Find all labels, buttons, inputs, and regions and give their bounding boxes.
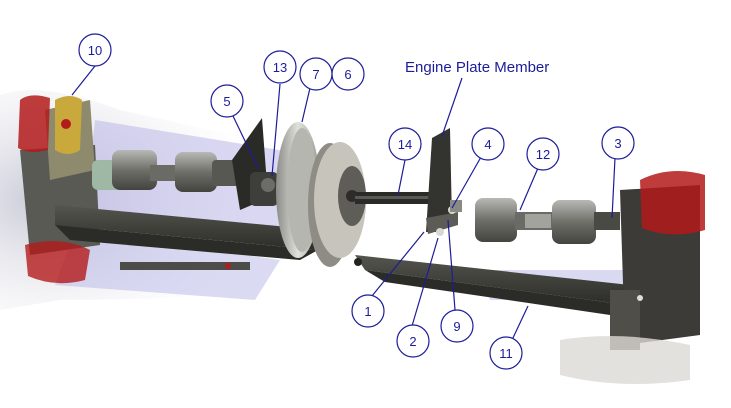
svg-text:12: 12: [536, 147, 550, 162]
right-machine-frame: [354, 171, 705, 384]
svg-text:7: 7: [312, 67, 319, 82]
main-shaft: [355, 192, 435, 204]
callout-12: 12: [526, 137, 560, 171]
engine-plate: [426, 128, 462, 236]
svg-text:2: 2: [409, 334, 416, 349]
callout-10: 10: [78, 33, 112, 67]
svg-text:3: 3: [614, 136, 621, 151]
callout-9: 9: [440, 309, 474, 343]
svg-text:1: 1: [364, 304, 371, 319]
right-driveshaft: [475, 198, 620, 244]
callout-13: 13: [263, 50, 297, 84]
bearing-plate: [232, 118, 278, 210]
svg-text:11: 11: [499, 346, 513, 361]
left-beam: [55, 205, 320, 260]
svg-text:4: 4: [484, 137, 491, 152]
svg-text:13: 13: [273, 60, 287, 75]
callout-4: 4: [471, 127, 505, 161]
engine-plate-label: Engine Plate Member: [405, 59, 550, 76]
hub-flange: [308, 142, 366, 267]
callout-2: 2: [396, 324, 430, 358]
callout-5: 5: [210, 84, 244, 118]
callout-3: 3: [601, 126, 635, 160]
svg-text:14: 14: [398, 137, 412, 152]
callout-7: 7: [299, 57, 333, 91]
callout-1: 1: [351, 294, 385, 328]
svg-text:6: 6: [344, 67, 351, 82]
svg-text:9: 9: [453, 319, 460, 334]
callout-11: 11: [489, 336, 523, 370]
svg-text:5: 5: [223, 94, 230, 109]
leader-lines: [71, 65, 616, 341]
svg-text:10: 10: [88, 43, 102, 58]
callout-14: 14: [388, 127, 422, 161]
callout-6: 6: [331, 57, 365, 91]
